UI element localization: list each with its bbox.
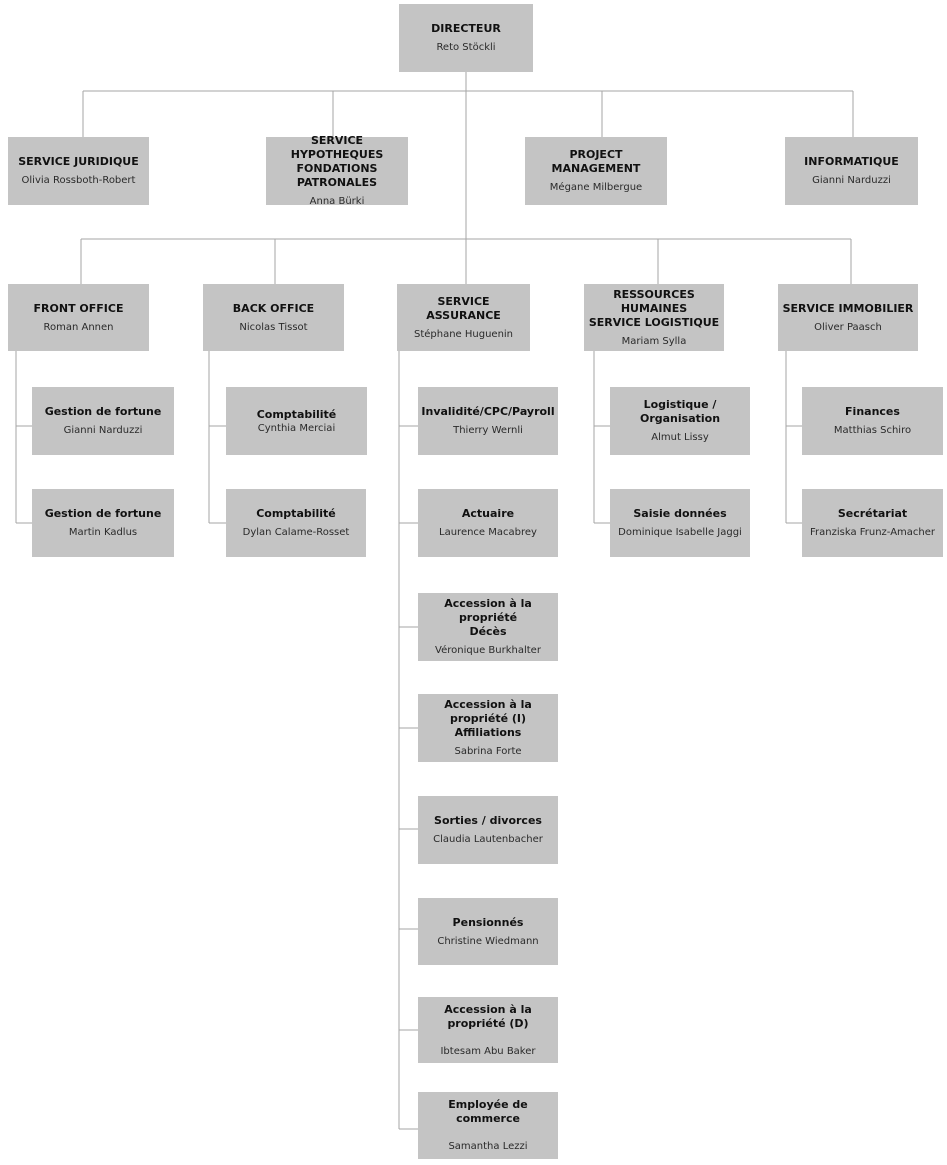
node-title: Pensionnés	[452, 915, 524, 929]
node-title: Accession à la propriété (I) Affiliation…	[444, 698, 532, 739]
staff-unit-box: PROJECT MANAGEMENT Mégane Milbergue	[525, 137, 667, 205]
node-name: Dylan Calame-Rosset	[242, 527, 350, 538]
node-name: Ibtesam Abu Baker	[440, 1045, 536, 1057]
node-name: Cynthia Merciai	[257, 422, 336, 434]
team-box: Sorties / divorces Claudia Lautenbacher	[418, 796, 558, 864]
node-name: Anna Bürki	[309, 196, 365, 207]
node-name: Mégane Milbergue	[549, 182, 643, 193]
node-name: Dominique Isabelle Jaggi	[618, 527, 742, 538]
node-title: Secrétariat	[837, 507, 908, 520]
staff-unit-box: SERVICE HYPOTHEQUES FONDATIONS PATRONALE…	[266, 134, 408, 207]
staff-unit-box: INFORMATIQUE Gianni Narduzzi	[785, 137, 918, 205]
node-title: Gestion de fortune	[44, 507, 162, 520]
node-name: Nicolas Tissot	[239, 321, 308, 333]
node-title: BACK OFFICE	[232, 301, 315, 315]
node-title: Employée de commerce	[448, 1098, 528, 1125]
node-name: Thierry Wernli	[453, 425, 523, 436]
node-name: Sabrina Forte	[454, 746, 522, 757]
node-name: Reto Stöckli	[436, 42, 496, 53]
node-name: Véronique Burkhalter	[435, 645, 541, 656]
node-title: SERVICE IMMOBILIER	[782, 301, 914, 315]
node-name: Roman Annen	[43, 321, 114, 333]
team-box: Gestion de fortune Martin Kadlus	[32, 489, 174, 557]
team-box: Employée de commerce Samantha Lezzi	[418, 1092, 558, 1159]
node-title: SERVICE HYPOTHEQUES FONDATIONS PATRONALE…	[290, 134, 384, 189]
team-box: Invalidité/CPC/Payroll Thierry Wernli	[418, 387, 558, 455]
team-box: Finances Matthias Schiro	[802, 387, 943, 455]
team-box: Accession à la propriété (D) Ibtesam Abu…	[418, 997, 558, 1063]
node-title: Finances	[845, 405, 900, 418]
department-box: FRONT OFFICE Roman Annen	[8, 284, 149, 351]
team-box: Secrétariat Franziska Frunz-Amacher	[802, 489, 943, 557]
node-title: Accession à la propriété (D)	[444, 1002, 532, 1030]
team-box: Accession à la propriété (I) Affiliation…	[418, 694, 558, 762]
node-name: Gianni Narduzzi	[63, 425, 143, 436]
node-title: Comptabilité	[256, 407, 337, 421]
node-name: Gianni Narduzzi	[812, 175, 891, 186]
node-title: RESSOURCES HUMAINES SERVICE LOGISTIQUE	[588, 287, 720, 329]
node-name: Laurence Macabrey	[439, 527, 537, 538]
team-box: Logistique / Organisation Almut Lissy	[610, 387, 750, 455]
node-title: Comptabilité	[256, 507, 336, 520]
team-box: Comptabilité Dylan Calame-Rosset	[226, 489, 366, 557]
team-box: Pensionnés Christine Wiedmann	[418, 898, 558, 965]
node-title: PROJECT MANAGEMENT	[551, 148, 641, 175]
node-name: Oliver Paasch	[814, 321, 882, 333]
node-title: Actuaire	[461, 507, 515, 520]
node-name: Almut Lissy	[651, 432, 709, 443]
node-title: Invalidité/CPC/Payroll	[421, 405, 555, 418]
node-name: Stéphane Huguenin	[413, 328, 514, 340]
director-box: DIRECTEUR Reto Stöckli	[399, 4, 533, 72]
node-name: Matthias Schiro	[833, 425, 912, 436]
node-title: INFORMATIQUE	[804, 155, 899, 168]
node-name: Martin Kadlus	[68, 527, 138, 538]
node-title: DIRECTEUR	[431, 22, 501, 35]
node-name: Samantha Lezzi	[448, 1141, 528, 1152]
node-title: Saisie données	[633, 507, 727, 520]
node-name: Christine Wiedmann	[437, 935, 539, 947]
department-box: SERVICE ASSURANCE Stéphane Huguenin	[397, 284, 530, 351]
team-box: Accession à la propriété Décès Véronique…	[418, 593, 558, 661]
node-title: SERVICE ASSURANCE	[426, 294, 501, 322]
team-box: Comptabilité Cynthia Merciai	[226, 387, 367, 455]
node-title: Gestion de fortune	[44, 405, 162, 418]
node-title: Accession à la propriété Décès	[444, 597, 532, 638]
node-name: Franziska Frunz-Amacher	[809, 527, 936, 538]
node-name: Olivia Rossboth-Robert	[21, 175, 136, 186]
node-title: Sorties / divorces	[434, 814, 542, 827]
team-box: Saisie données Dominique Isabelle Jaggi	[610, 489, 750, 557]
node-title: SERVICE JURIDIQUE	[18, 155, 139, 168]
node-name: Claudia Lautenbacher	[433, 834, 543, 845]
node-name: Mariam Sylla	[621, 335, 687, 347]
node-title: FRONT OFFICE	[33, 301, 124, 315]
department-box: RESSOURCES HUMAINES SERVICE LOGISTIQUE M…	[584, 284, 724, 351]
team-box: Gestion de fortune Gianni Narduzzi	[32, 387, 174, 455]
department-box: SERVICE IMMOBILIER Oliver Paasch	[778, 284, 918, 351]
team-box: Actuaire Laurence Macabrey	[418, 489, 558, 557]
staff-unit-box: SERVICE JURIDIQUE Olivia Rossboth-Robert	[8, 137, 149, 205]
node-title: Logistique / Organisation	[639, 398, 721, 425]
department-box: BACK OFFICE Nicolas Tissot	[203, 284, 344, 351]
